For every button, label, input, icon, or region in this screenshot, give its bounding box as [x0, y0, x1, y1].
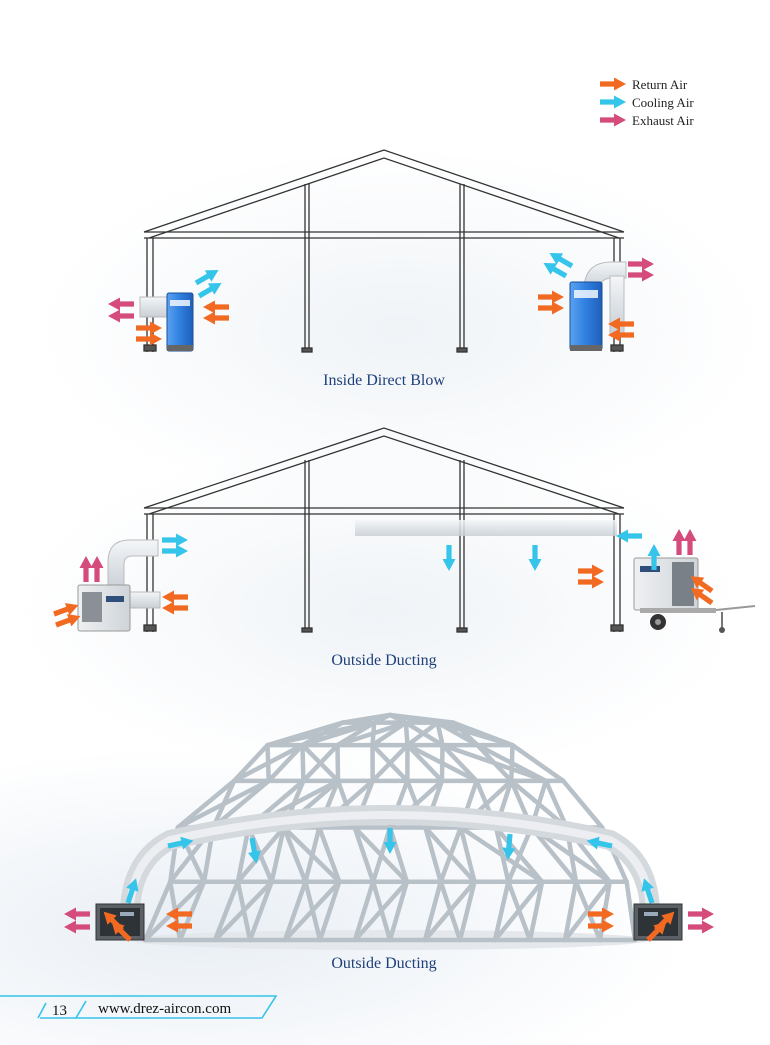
- cooling-air-arrow: [528, 545, 542, 571]
- return-air-arrow: [162, 601, 188, 615]
- legend-label-exhaust-air: Exhaust Air: [632, 113, 694, 128]
- legend-label-cooling-air: Cooling Air: [632, 95, 694, 110]
- ac-unit-dome-right: [633, 903, 683, 941]
- exhaust-air-arrow: [108, 309, 134, 323]
- cooling-air-arrow-icon: [600, 95, 626, 109]
- return-air-arrow: [136, 332, 162, 346]
- exhaust-air-arrow: [688, 907, 714, 921]
- ac-trailer-unit-right: [633, 557, 756, 633]
- cooling-air-arrow: [162, 544, 188, 558]
- caption-inside-direct-blow: Inside Direct Blow: [323, 372, 445, 389]
- cooling-air-arrow: [442, 545, 456, 571]
- return-air-arrow-icon: [600, 77, 626, 91]
- exhaust-air-arrow: [64, 907, 90, 921]
- footer-accent-line: [0, 995, 278, 1019]
- ac-unit-outside-left: [77, 539, 161, 632]
- legend-label-return-air: Return Air: [632, 77, 688, 92]
- exhaust-air-arrow: [628, 268, 654, 282]
- page-number: 13: [52, 1003, 67, 1019]
- exhaust-air-arrow: [90, 556, 104, 582]
- ac-unit-dome-left: [95, 903, 145, 941]
- exhaust-air-arrow: [672, 529, 686, 555]
- legend-item-cooling-air: Cooling Air: [600, 95, 694, 110]
- return-air-arrow: [578, 564, 604, 578]
- exhaust-air-arrow: [683, 529, 697, 555]
- return-air-arrow: [203, 311, 229, 325]
- return-air-arrow: [162, 590, 188, 604]
- tent-frame: [143, 427, 625, 633]
- exhaust-air-arrow: [688, 920, 714, 934]
- exhaust-air-arrow-icon: [600, 113, 626, 127]
- cooling-air-arrow: [162, 533, 188, 547]
- legend-item-return-air: Return Air: [600, 77, 688, 92]
- exhaust-air-arrow: [64, 920, 90, 934]
- return-air-arrow: [538, 290, 564, 304]
- caption-outside-ducting-tent: Outside Ducting: [331, 652, 436, 669]
- tent-diagram-inside-direct-blow: Inside Direct Blow: [108, 149, 654, 389]
- exhaust-air-arrow: [79, 556, 93, 582]
- footer-website: www.drez-aircon.com: [98, 1001, 231, 1017]
- exhaust-air-arrow: [628, 257, 654, 271]
- dome-diagram-outside-ducting: Outside Ducting: [64, 712, 714, 972]
- legend: Return Air Cooling Air Exhaust Air: [600, 77, 694, 128]
- tent-diagram-outside-ducting: Outside Ducting: [51, 427, 756, 669]
- page-footer: 13 www.drez-aircon.com: [0, 995, 278, 1019]
- legend-item-exhaust-air: Exhaust Air: [600, 113, 694, 128]
- return-air-arrow: [538, 301, 564, 315]
- return-air-arrow: [578, 575, 604, 589]
- exhaust-air-arrow: [108, 297, 134, 311]
- tent-frame: [143, 149, 625, 353]
- return-air-arrow: [203, 300, 229, 314]
- overhead-duct: [355, 520, 617, 536]
- ac-unit-right: [569, 261, 627, 351]
- ac-unit-left: [139, 292, 194, 352]
- caption-outside-ducting-dome: Outside Ducting: [331, 955, 436, 972]
- return-air-arrow: [136, 321, 162, 335]
